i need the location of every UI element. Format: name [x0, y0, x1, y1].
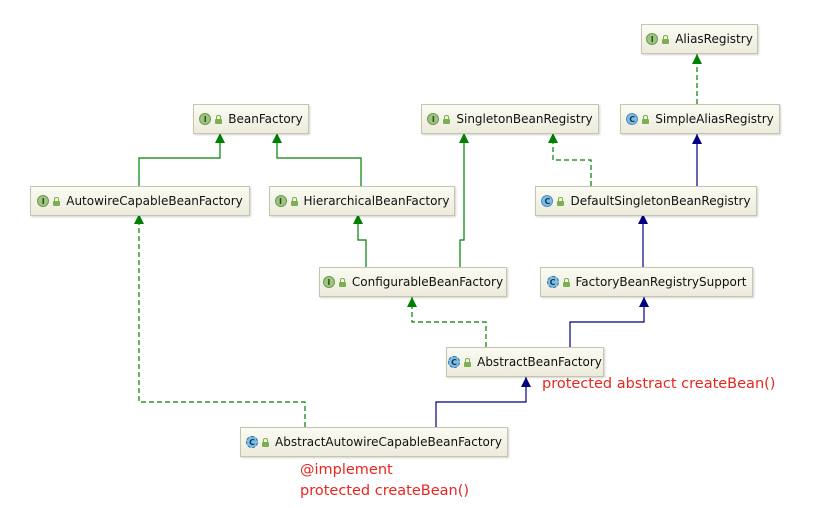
lock-icon: [464, 357, 472, 367]
node-hierarchical-bean-factory[interactable]: I HierarchicalBeanFactory: [269, 186, 455, 216]
edge-abstractautowire-to-autowire: [134, 214, 306, 427]
node-label: AbstractAutowireCapableBeanFactory: [275, 435, 502, 449]
lock-icon: [642, 114, 650, 124]
node-label: AliasRegistry: [675, 32, 753, 46]
interface-icon: I: [427, 113, 440, 125]
edge-abstractautowire-to-abstractbf: [435, 377, 531, 427]
abstract-bean-factory-note: protected abstract createBean(): [542, 376, 776, 392]
edge-abstractbf-to-configurable: [407, 297, 487, 347]
node-label: BeanFactory: [228, 112, 303, 126]
lock-icon: [557, 196, 565, 206]
node-label: AbstractBeanFactory: [477, 355, 602, 369]
node-label: ConfigurableBeanFactory: [351, 275, 504, 289]
node-factory-bean-registry-support[interactable]: C FactoryBeanRegistrySupport: [540, 267, 753, 297]
class-icon: C: [541, 195, 554, 207]
node-alias-registry[interactable]: I AliasRegistry: [641, 24, 758, 54]
node-label: SimpleAliasRegistry: [655, 112, 774, 126]
lock-icon: [338, 277, 346, 287]
edge-hierarchical-to-beanfactory: [272, 133, 362, 186]
node-bean-factory[interactable]: I BeanFactory: [193, 104, 309, 134]
abstract-class-icon: C: [448, 356, 461, 368]
node-abstract-bean-factory[interactable]: C AbstractBeanFactory: [446, 347, 604, 377]
node-singleton-bean-registry[interactable]: I SingletonBeanRegistry: [421, 104, 599, 134]
node-label: FactoryBeanRegistrySupport: [575, 275, 747, 289]
lock-icon: [290, 196, 298, 206]
interface-icon: I: [199, 113, 212, 125]
lock-icon: [53, 196, 61, 206]
node-default-singleton-bean-registry[interactable]: C DefaultSingletonBeanRegistry: [535, 186, 757, 216]
lock-icon: [662, 34, 670, 44]
abstract-class-icon: C: [546, 276, 559, 288]
lock-icon: [215, 114, 223, 124]
class-icon: C: [626, 113, 639, 125]
edge-autowire-to-beanfactory: [138, 133, 225, 186]
node-label: DefaultSingletonBeanRegistry: [570, 194, 751, 208]
edge-configurable-to-hierarchical: [353, 214, 367, 267]
edge-abstractbf-to-factorysupport: [569, 297, 649, 347]
interface-icon: I: [37, 195, 50, 207]
interface-icon: I: [322, 276, 335, 288]
node-label: SingletonBeanRegistry: [456, 112, 593, 126]
abstract-autowire-note-line1: @implement: [300, 462, 393, 478]
node-label: AutowireCapableBeanFactory: [66, 194, 243, 208]
node-configurable-bean-factory[interactable]: I ConfigurableBeanFactory: [319, 267, 507, 297]
edge-configurable-to-singleton: [459, 133, 469, 267]
interface-icon: I: [274, 195, 287, 207]
abstract-autowire-note-line2: protected createBean(): [300, 483, 470, 499]
interface-icon: I: [646, 33, 659, 45]
node-abstract-autowire-capable-bean-factory[interactable]: C AbstractAutowireCapableBeanFactory: [240, 427, 508, 457]
lock-icon: [262, 437, 270, 447]
abstract-class-icon: C: [246, 436, 259, 448]
node-label: HierarchicalBeanFactory: [303, 194, 450, 208]
lock-icon: [443, 114, 451, 124]
edge-defaultsingleton-to-singleton: [548, 133, 592, 186]
lock-icon: [562, 277, 570, 287]
node-simple-alias-registry[interactable]: C SimpleAliasRegistry: [620, 104, 780, 134]
node-autowire-capable-bean-factory[interactable]: I AutowireCapableBeanFactory: [30, 186, 250, 216]
